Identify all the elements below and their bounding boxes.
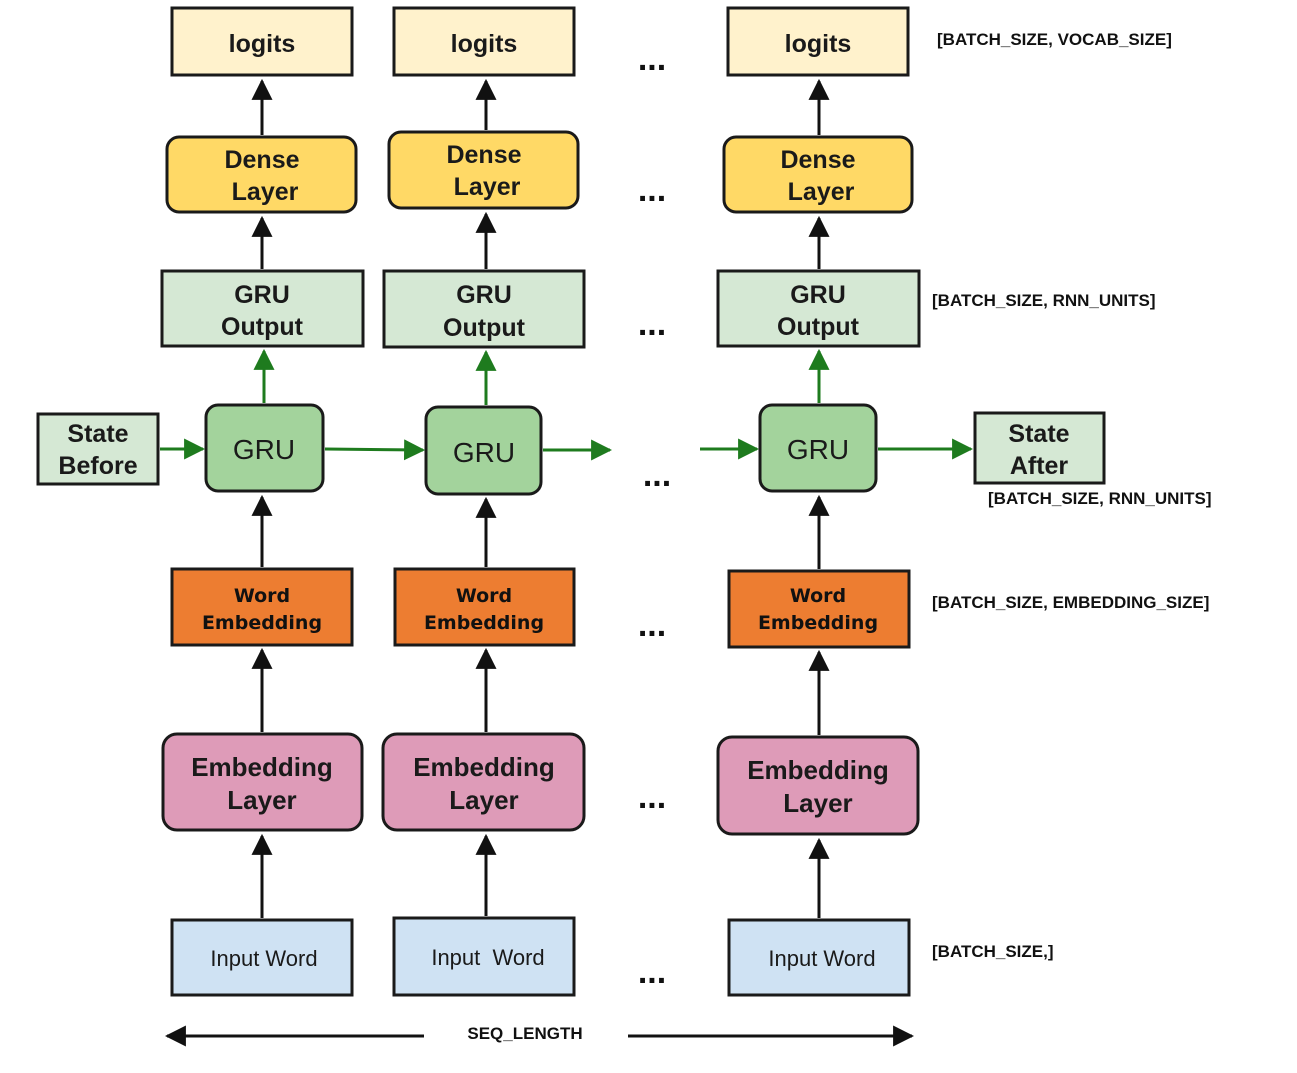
ellipsis-gru-output: ...: [638, 305, 666, 343]
word-embedding-label-line2: Embedding: [424, 612, 544, 634]
dense-layer-box: [722, 135, 914, 214]
gru-output-label-line2: Output: [777, 313, 860, 341]
input-word-label: Input Word: [431, 945, 544, 970]
word-embedding-label-line1: Word: [234, 585, 290, 607]
dense-layer-label-line2: Layer: [232, 178, 299, 206]
gru-output-box: [716, 269, 921, 348]
ellipsis-logits: ...: [638, 40, 666, 78]
embedding-layer-label-line1: Embedding: [747, 755, 889, 785]
ellipsis-gru: ...: [643, 456, 671, 494]
embedding-layer-label-line2: Layer: [449, 785, 518, 815]
dense-layer-box: [165, 135, 358, 214]
shape-annotations: [BATCH_SIZE, VOCAB_SIZE] [BATCH_SIZE, RN…: [932, 30, 1212, 961]
embedding-layer-label-line2: Layer: [783, 788, 852, 818]
embedding-layer-box: [161, 732, 364, 832]
gru-output-label-line2: Output: [443, 314, 526, 342]
input-word-label: Input Word: [210, 946, 317, 971]
dense-layer-label-line2: Layer: [454, 173, 521, 201]
input-word-box: [392, 916, 576, 997]
state-before-label-line1: State: [67, 420, 128, 448]
seq-length-label: SEQ_LENGTH: [467, 1024, 582, 1043]
embedding-layer-label-line1: Embedding: [413, 752, 555, 782]
ellipsis-dense: ...: [638, 171, 666, 209]
shape-input-word: [BATCH_SIZE,]: [932, 942, 1054, 961]
gru-cell-box: [204, 403, 325, 493]
state-before: State Before: [36, 412, 160, 486]
embedding-layer-label-line2: Layer: [227, 785, 296, 815]
state-before-box: [36, 412, 160, 486]
column-3: logits Dense Layer GRU Output GRU Word E…: [716, 6, 921, 997]
shape-state-after: [BATCH_SIZE, RNN_UNITS]: [988, 489, 1212, 508]
gru-output-label-line1: GRU: [456, 281, 512, 309]
gru-output-box: [382, 269, 586, 349]
dense-layer-box: [387, 130, 580, 210]
gru-cell-label: GRU: [453, 437, 515, 468]
column-1: logits Dense Layer GRU Output GRU Word E…: [160, 6, 365, 997]
input-word-box: [727, 918, 911, 997]
shape-gru-output: [BATCH_SIZE, RNN_UNITS]: [932, 291, 1156, 310]
logits-label: logits: [451, 30, 518, 58]
word-embedding-box: [727, 569, 911, 649]
logits-box: [392, 6, 576, 77]
embedding-layer-label-line1: Embedding: [191, 752, 333, 782]
word-embedding-label-line1: Word: [456, 585, 512, 607]
logits-label: logits: [785, 30, 852, 58]
gru-cell-box: [758, 403, 878, 493]
logits-box: [170, 6, 354, 77]
state-after-label-line2: After: [1010, 452, 1069, 480]
word-embedding-label-line1: Word: [790, 585, 846, 607]
logits-box: [726, 6, 910, 77]
dense-layer-label-line1: Dense: [446, 141, 521, 169]
gru-cell-label: GRU: [233, 434, 295, 465]
state-after: State After: [973, 411, 1106, 485]
dense-layer-label-line2: Layer: [788, 178, 855, 206]
state-after-label-line1: State: [1008, 420, 1069, 448]
embedding-layer-box: [716, 735, 920, 836]
dense-layer-label-line1: Dense: [224, 146, 299, 174]
dense-layer-label-line1: Dense: [780, 146, 855, 174]
gru-output-label-line1: GRU: [234, 281, 290, 309]
arrow-gru1-to-gru2: [324, 439, 426, 461]
word-embedding-label-line2: Embedding: [202, 612, 322, 634]
ellipses: ... ... ... ... ... ... ...: [638, 40, 671, 991]
gru-output-box: [160, 269, 365, 348]
ellipsis-input-word: ...: [638, 953, 666, 991]
logits-label: logits: [229, 30, 296, 58]
gru-cell-label: GRU: [787, 434, 849, 465]
shape-logits: [BATCH_SIZE, VOCAB_SIZE]: [937, 30, 1172, 49]
shape-word-embedding: [BATCH_SIZE, EMBEDDING_SIZE]: [932, 593, 1209, 612]
gru-cell-box: [424, 405, 543, 496]
word-embedding-box: [170, 567, 354, 647]
recurrent-arrows: [160, 438, 974, 461]
seq-length-axis: SEQ_LENGTH: [164, 1024, 915, 1047]
state-after-box: [973, 411, 1106, 485]
state-before-label-line2: Before: [58, 452, 137, 480]
gru-output-label-line1: GRU: [790, 281, 846, 309]
input-word-label: Input Word: [768, 946, 875, 971]
gru-output-label-line2: Output: [221, 313, 304, 341]
input-word-box: [170, 918, 354, 997]
embedding-layer-box: [381, 732, 586, 832]
ellipsis-embedding-layer: ...: [638, 778, 666, 816]
word-embedding-label-line2: Embedding: [758, 612, 878, 634]
ellipsis-word-embedding: ...: [638, 606, 666, 644]
column-2: logits Dense Layer GRU Output GRU Word E…: [381, 6, 586, 997]
word-embedding-box: [393, 567, 576, 647]
